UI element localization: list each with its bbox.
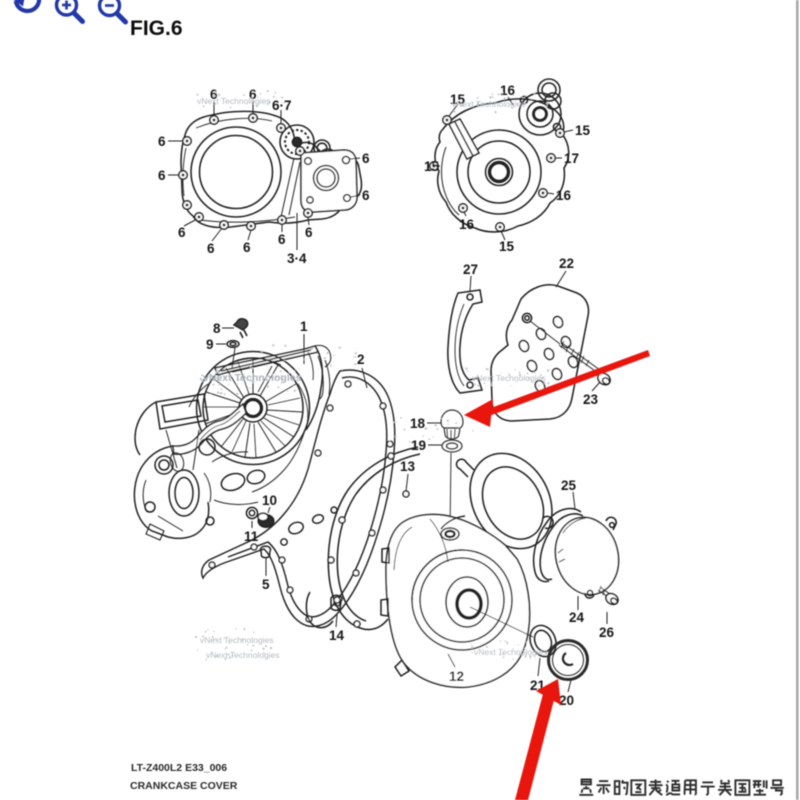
svg-text:18: 18 xyxy=(410,416,426,431)
svg-text:FIG.6: FIG.6 xyxy=(130,17,183,40)
svg-text:16: 16 xyxy=(459,217,475,232)
svg-text:26: 26 xyxy=(599,625,615,640)
svg-text:6: 6 xyxy=(210,87,218,102)
svg-text:5: 5 xyxy=(262,577,270,592)
svg-text:13: 13 xyxy=(400,459,416,474)
svg-text:15: 15 xyxy=(424,159,440,174)
svg-text:vNext Technologies: vNext Technologies xyxy=(200,635,274,645)
svg-text:16: 16 xyxy=(500,83,516,98)
svg-text:6: 6 xyxy=(249,87,257,102)
svg-text:vNext Technologies: vNext Technologies xyxy=(452,99,526,109)
svg-text:6: 6 xyxy=(305,225,313,240)
svg-text:8: 8 xyxy=(213,321,221,336)
svg-text:11: 11 xyxy=(244,529,259,544)
svg-text:25: 25 xyxy=(561,478,577,493)
svg-text:6: 6 xyxy=(158,134,166,149)
svg-text:6: 6 xyxy=(178,225,186,240)
svg-text:6: 6 xyxy=(243,240,251,255)
svg-text:16: 16 xyxy=(556,188,572,203)
svg-text:1: 1 xyxy=(300,319,308,334)
svg-text:12: 12 xyxy=(449,669,464,684)
svg-text:vNext Technologies: vNext Technologies xyxy=(206,650,280,660)
svg-text:3·4: 3·4 xyxy=(287,251,307,266)
svg-text:9: 9 xyxy=(206,337,214,352)
svg-text:17: 17 xyxy=(564,151,579,166)
svg-text:15: 15 xyxy=(575,123,591,138)
svg-text:CRANKCASE COVER: CRANKCASE COVER xyxy=(130,780,238,792)
svg-text:2: 2 xyxy=(357,352,365,367)
svg-text:19: 19 xyxy=(411,438,426,453)
svg-text:LT-Z400L2 E33_006: LT-Z400L2 E33_006 xyxy=(131,762,227,774)
svg-text:vNext Technologies: vNext Technologies xyxy=(203,372,302,384)
svg-text:vNext Technologies: vNext Technologies xyxy=(472,373,546,383)
svg-text:6: 6 xyxy=(158,168,166,183)
svg-text:vNext Technologies: vNext Technologies xyxy=(197,96,271,106)
svg-text:14: 14 xyxy=(329,628,345,643)
svg-text:22: 22 xyxy=(559,256,574,271)
svg-text:23: 23 xyxy=(583,392,599,407)
svg-text:20: 20 xyxy=(559,693,574,708)
svg-text:15: 15 xyxy=(450,92,466,107)
svg-text:6·7: 6·7 xyxy=(272,98,292,113)
svg-text:vNext Technologies: vNext Technologies xyxy=(474,647,548,657)
svg-text:6: 6 xyxy=(278,232,286,247)
svg-text:10: 10 xyxy=(262,493,277,508)
svg-text:27: 27 xyxy=(463,262,478,277)
svg-text:15: 15 xyxy=(499,239,515,254)
svg-text:6: 6 xyxy=(362,188,370,203)
svg-text:6: 6 xyxy=(207,241,215,256)
svg-text:24: 24 xyxy=(569,610,585,625)
svg-text:6: 6 xyxy=(362,151,370,166)
